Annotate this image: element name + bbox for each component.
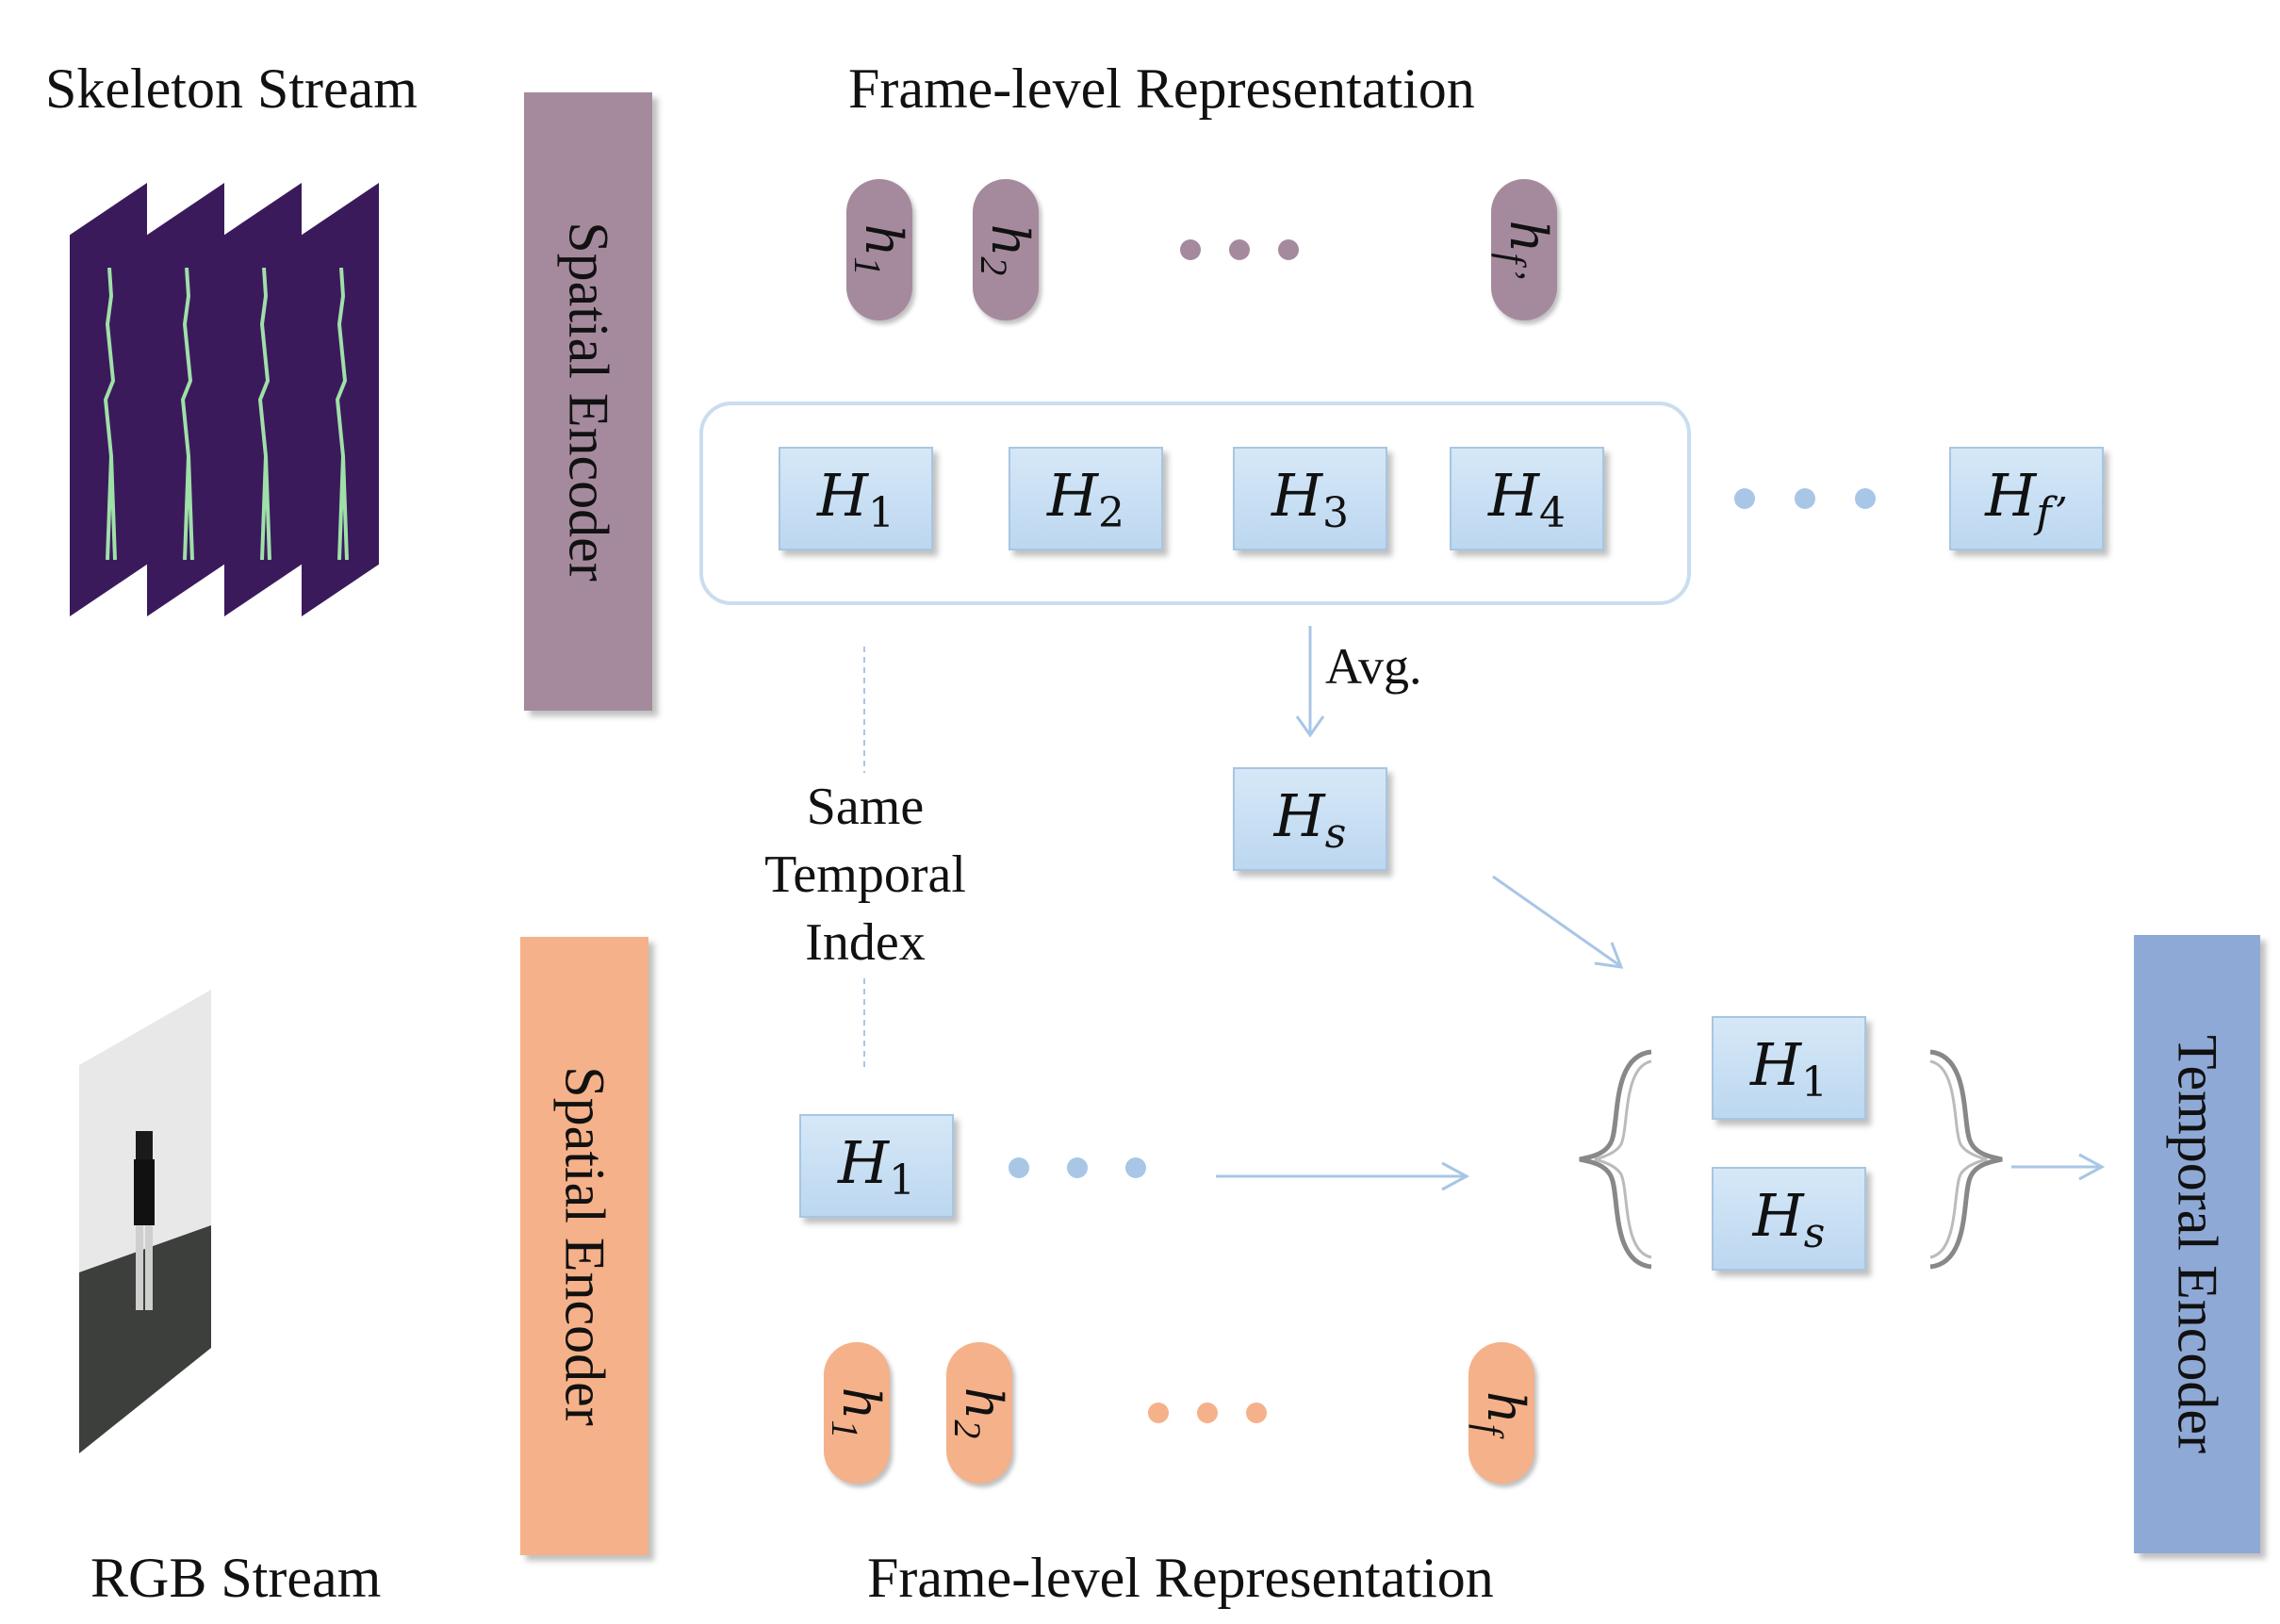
h-base: H [1487, 460, 1540, 530]
skeleton-H1-box: H1 [779, 447, 933, 550]
ellipsis-dot [1009, 1157, 1029, 1178]
token-base: h [854, 223, 913, 257]
token-base: h [1499, 220, 1558, 254]
h-base: H [837, 1127, 890, 1197]
skeleton-H3-box: H3 [1233, 447, 1387, 550]
ellipsis-dot [1180, 239, 1201, 260]
ellipsis-dot [1795, 488, 1815, 509]
ellipsis-dot [1067, 1157, 1088, 1178]
rgb-stream-title: RGB Stream [90, 1547, 382, 1609]
h-base: H [1271, 460, 1323, 530]
token-sub: 2 [946, 1419, 989, 1439]
temporal-encoder-label: Temporal Encoder [2166, 1035, 2229, 1453]
skeleton-frame [302, 183, 379, 616]
h-sub: s [1324, 809, 1347, 858]
rgb-token-hf: hf [1468, 1342, 1535, 1484]
h-sub: 2 [1098, 488, 1125, 537]
ellipsis-dot [1229, 239, 1250, 260]
ellipsis-dot [1246, 1403, 1267, 1423]
token-sub: 1 [824, 1419, 866, 1439]
fused-H1-box: H1 [1712, 1016, 1866, 1120]
skeleton-frame [147, 183, 224, 616]
h-base: H [1749, 1029, 1802, 1099]
token-sub: f [1468, 1423, 1511, 1435]
token-sub: f’ [1491, 253, 1534, 280]
rgb-to-set-arrow [1216, 1161, 1470, 1191]
left-brace [1579, 1049, 1652, 1270]
avg-label: Avg. [1325, 638, 1422, 695]
token-sub: 1 [846, 256, 889, 276]
spatial-encoder-bottom: Spatial Encoder [520, 937, 648, 1555]
ellipsis-dot [1278, 239, 1299, 260]
skeleton-H2-box: H2 [1009, 447, 1163, 550]
h-sub: 1 [868, 488, 895, 537]
temporal-encoder: Temporal Encoder [2134, 935, 2260, 1553]
token-base: h [980, 223, 1040, 257]
ellipsis-dot [1855, 488, 1876, 509]
right-brace [1929, 1049, 2003, 1270]
label-line: Same [806, 778, 925, 836]
avg-arrow [1295, 626, 1325, 738]
skeleton-frame [70, 183, 147, 616]
ellipsis-dot [1148, 1403, 1169, 1423]
h-base: H [1752, 1180, 1804, 1250]
h-sub: f’ [2036, 488, 2068, 537]
spatial-encoder-top-label: Spatial Encoder [557, 221, 620, 582]
skeleton-h-group [699, 402, 1691, 605]
label-line: Temporal [764, 845, 966, 904]
skeleton-token-h2: h2 [973, 179, 1040, 320]
hs-to-set-arrow [1492, 875, 1624, 969]
token-base: h [954, 1386, 1013, 1420]
set-to-temporal-arrow [2011, 1153, 2106, 1181]
h-sub: 3 [1322, 488, 1350, 537]
h-base: H [1985, 460, 2037, 530]
rgb-H1-box: H1 [799, 1114, 954, 1218]
rgb-token-h2: h2 [946, 1342, 1013, 1484]
h-base: H [1273, 780, 1325, 850]
h-sub: 4 [1539, 488, 1566, 537]
fused-Hs-box: Hs [1712, 1167, 1866, 1271]
token-base: h [831, 1386, 891, 1420]
h-sub: 1 [1801, 1058, 1829, 1107]
spatial-encoder-top: Spatial Encoder [524, 92, 652, 711]
label-line: Index [805, 913, 926, 972]
token-sub: 2 [973, 256, 1015, 276]
ellipsis-dot [1734, 488, 1755, 509]
skeleton-stream-title: Skeleton Stream [45, 57, 418, 120]
h-sub: 1 [889, 1156, 916, 1205]
frame-level-title-bottom: Frame-level Representation [867, 1547, 1494, 1609]
skeleton-Hf-prime-box: Hf’ [1949, 447, 2104, 550]
ellipsis-dot [1197, 1403, 1218, 1423]
h-base: H [816, 460, 869, 530]
h-sub: s [1803, 1208, 1826, 1257]
frame-level-title-top: Frame-level Representation [848, 57, 1475, 120]
spatial-encoder-bottom-label: Spatial Encoder [553, 1066, 616, 1426]
skeleton-token-h1: h1 [846, 179, 913, 320]
skeleton-frames [70, 183, 390, 626]
same-temporal-index-label: Same Temporal Index [754, 773, 976, 976]
skeleton-H4-box: H4 [1450, 447, 1604, 550]
ellipsis-dot [1125, 1157, 1146, 1178]
skeleton-token-hf-prime: hf’ [1491, 179, 1558, 320]
rgb-frame [79, 990, 211, 1453]
skeleton-frame [224, 183, 302, 616]
token-base: h [1476, 1391, 1535, 1424]
rgb-token-h1: h1 [824, 1342, 891, 1484]
Hs-box: Hs [1233, 767, 1387, 871]
h-base: H [1046, 460, 1099, 530]
